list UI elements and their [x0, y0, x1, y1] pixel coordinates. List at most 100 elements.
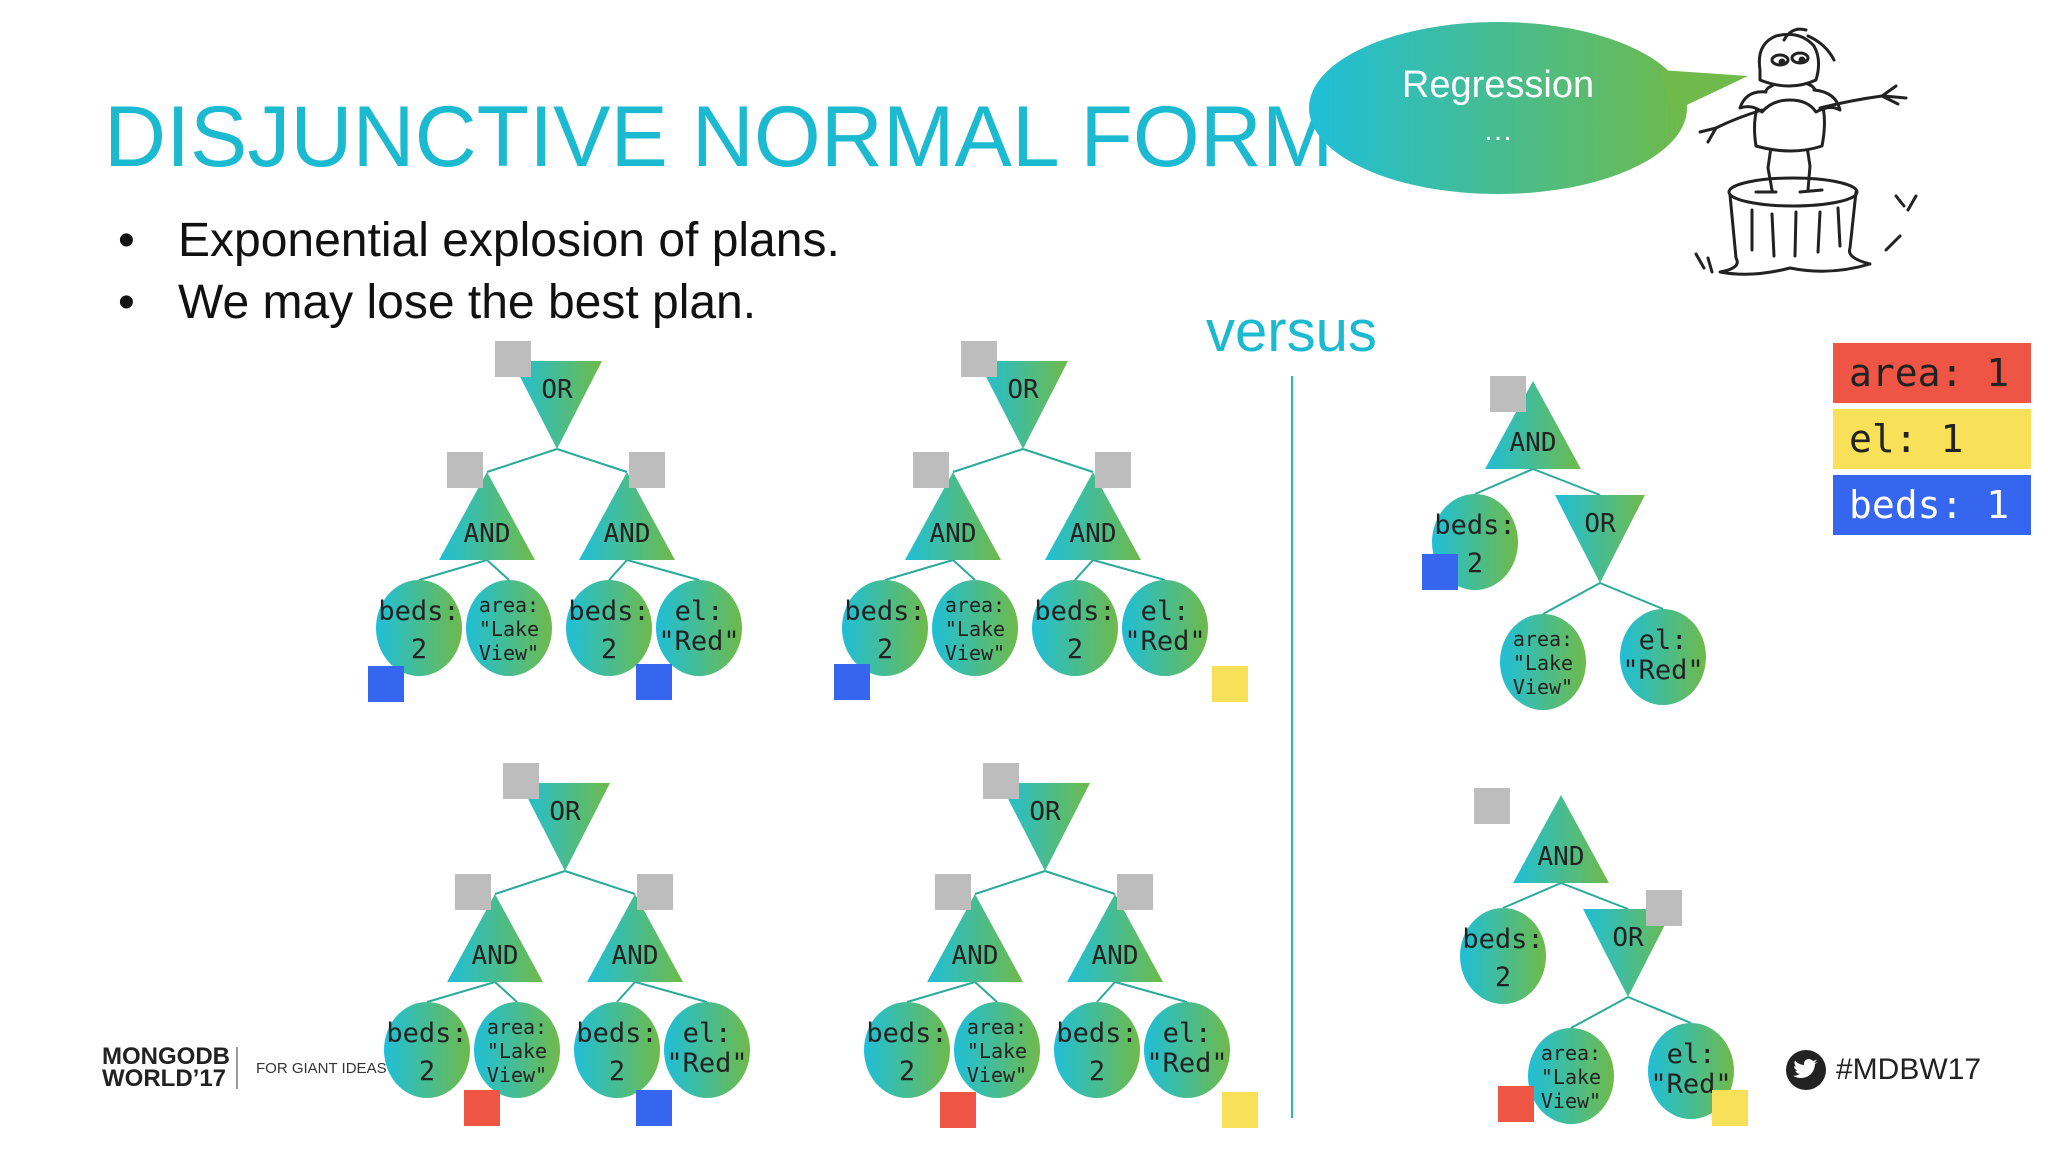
or-node — [1583, 909, 1673, 997]
leaf-label: "Red" — [1146, 1048, 1227, 1079]
or-node — [512, 361, 602, 449]
speech-bubble: Regression … — [1309, 22, 1918, 276]
or-node-label: OR — [549, 797, 581, 827]
node-index-marker — [447, 452, 483, 488]
leaf-label: 2 — [1067, 634, 1083, 665]
area-leaf-node — [1500, 614, 1586, 710]
and-node-label: AND — [1092, 941, 1139, 971]
leaf-label: 2 — [899, 1056, 915, 1087]
and-node — [447, 894, 543, 982]
and-node-label: AND — [1510, 428, 1557, 458]
node-index-marker — [455, 874, 491, 910]
beds-leaf-node — [574, 1002, 660, 1098]
leaf-label: beds: — [1034, 596, 1115, 627]
tree-edge — [1114, 981, 1188, 1003]
tree-edge — [952, 448, 1024, 473]
leaf-label: el: — [683, 1018, 732, 1049]
beds-leaf-node — [1032, 580, 1118, 676]
and-node — [1045, 472, 1141, 560]
leaf-label: View" — [967, 1063, 1027, 1087]
node-index-marker — [1117, 874, 1153, 910]
speech-bubble-ellipsis: … — [1483, 114, 1513, 147]
and-node — [905, 472, 1001, 560]
bullet-list: Exponential explosion of plans. We may l… — [118, 210, 840, 334]
tree-edge — [974, 981, 998, 1003]
and-node-label: AND — [930, 519, 977, 549]
tree-edge — [884, 559, 954, 581]
tree-edge — [494, 870, 566, 895]
versus-divider — [1291, 376, 1293, 1118]
tree-edge — [1074, 559, 1094, 581]
and-node — [1513, 795, 1609, 883]
and-node — [439, 472, 535, 560]
index-marker-gray — [1474, 788, 1510, 824]
el-leaf-node — [1122, 580, 1208, 676]
tree-edge — [418, 559, 488, 581]
leaf-label: area: — [487, 1015, 547, 1039]
area-leaf-node — [954, 1002, 1040, 1098]
leaf-label: View" — [479, 641, 539, 665]
or-node-label: OR — [1007, 375, 1039, 405]
legend-item-el-index: el: 1 — [1833, 409, 2031, 469]
beds-leaf-node — [1054, 1002, 1140, 1098]
leaf-label: 2 — [1467, 548, 1483, 579]
tree-edge — [634, 981, 708, 1003]
node-index-marker — [629, 452, 665, 488]
tree-edge — [1096, 981, 1116, 1003]
or-node — [520, 783, 610, 871]
tree-edge — [1599, 582, 1664, 610]
leaf-label: "Lake — [487, 1039, 547, 1063]
el-leaf-node — [664, 1002, 750, 1098]
index-marker-gray — [1490, 376, 1526, 412]
index-marker-red — [940, 1092, 976, 1128]
index-legend: area: 1 el: 1 beds: 1 — [1833, 343, 2031, 541]
area-leaf-node — [932, 580, 1018, 676]
leaf-label: 2 — [609, 1056, 625, 1087]
logo-tagline: FOR GIANT IDEAS — [256, 1059, 387, 1077]
leaf-label: area: — [945, 593, 1005, 617]
beds-leaf-node — [842, 580, 928, 676]
or-node-label: OR — [1584, 509, 1616, 539]
leaf-label: "Lake — [967, 1039, 1027, 1063]
tree-edge — [1542, 582, 1601, 615]
leaf-label: "Lake — [479, 617, 539, 641]
tree-edge — [556, 448, 628, 473]
tree-edge — [1627, 996, 1692, 1024]
tree-edge — [426, 981, 496, 1003]
and-node-label: AND — [1538, 842, 1585, 872]
leaf-label: beds: — [844, 596, 925, 627]
leaf-label: area: — [967, 1015, 1027, 1039]
leaf-label: View" — [945, 641, 1005, 665]
node-index-marker — [935, 874, 971, 910]
leaf-label: beds: — [1462, 924, 1543, 955]
legend-item-beds-index: beds: 1 — [1833, 475, 2031, 535]
or-node — [1555, 495, 1645, 583]
leaf-label: el: — [675, 596, 724, 627]
leaf-label: 2 — [877, 634, 893, 665]
tree-edge — [1474, 468, 1534, 495]
logo-wordmark: MONGODB WORLD’17 — [102, 1045, 230, 1092]
and-node-label: AND — [952, 941, 999, 971]
leaf-label: 2 — [419, 1056, 435, 1087]
speech-bubble-tail — [1660, 70, 1748, 112]
el-leaf-node — [1620, 609, 1706, 705]
tree-edge — [616, 981, 636, 1003]
tree-edge — [486, 448, 558, 473]
leaf-label: 2 — [1495, 962, 1511, 993]
node-index-marker — [961, 341, 997, 377]
leaf-label: el: — [1141, 596, 1190, 627]
and-node — [1485, 381, 1581, 469]
beds-leaf-node — [384, 1002, 470, 1098]
lorax-illustration — [1694, 27, 1918, 276]
or-node-label: OR — [541, 375, 573, 405]
logo-brand-line: WORLD’17 — [102, 1065, 227, 1092]
leaf-label: area: — [1541, 1041, 1601, 1065]
bullet-item: Exponential explosion of plans. — [118, 210, 840, 272]
and-node-label: AND — [612, 941, 659, 971]
leaf-label: 2 — [1089, 1056, 1105, 1087]
leaf-label: beds: — [386, 1018, 467, 1049]
tree-edge — [564, 870, 636, 895]
index-marker-blue — [834, 664, 870, 700]
index-marker-blue — [636, 664, 672, 700]
index-marker-gray — [1646, 890, 1682, 926]
